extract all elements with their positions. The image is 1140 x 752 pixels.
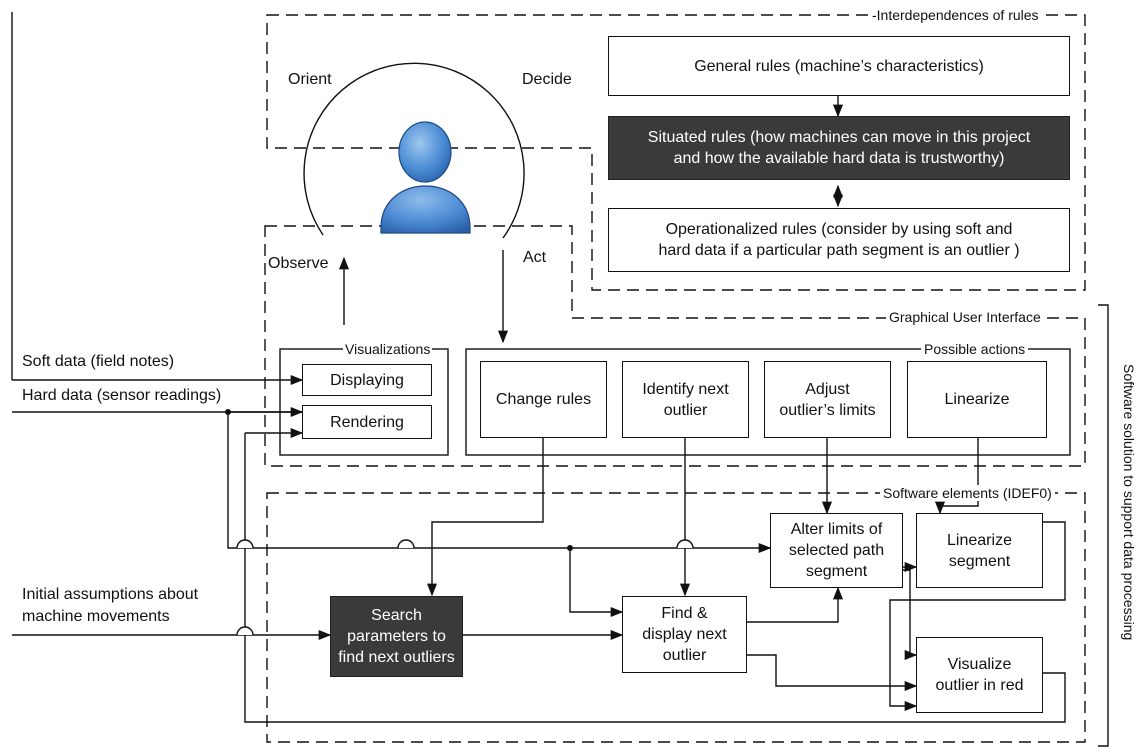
situated-rules-box: Situated rules (how machines can move in… [608,116,1070,180]
ooda-act-label: Act [523,249,547,266]
hard-data-label: Hard data (sensor readings) [22,387,222,404]
soft-data-label: Soft data (field notes) [22,353,175,370]
possible-actions-label: Possible actions [921,341,1029,357]
interdependences-region [266,14,1086,291]
operationalized-rules-box: Operationalized rules (consider by using… [608,208,1070,272]
linearize-box: Linearize [907,361,1047,438]
change-rules-text: Change rules [495,391,592,408]
situated-rules-text: Situated rules (how machines can move in… [647,129,1031,167]
displaying-text: Displaying [330,371,404,389]
software-elements-region [266,492,1086,743]
search-parameters-text: Search parameters to find next outliers [338,607,455,666]
identify-next-outlier-text: Identify next outlier [642,380,729,419]
visualizations-label: Visualizations [343,341,433,357]
adjust-outlier-limits-box: Adjust outlier’s limits [764,361,891,438]
gui-region [264,225,1086,467]
change-rules-box: Change rules [480,361,607,438]
find-display-outlier-box: Find & display next outlier [622,596,747,673]
software-elements-label: Software elements (IDEF0) [880,485,1055,501]
linearize-segment-box: Linearize segment [916,513,1043,588]
search-parameters-box: Search parameters to find next outliers [330,596,463,677]
ooda-orient-label: Orient [288,71,332,88]
alter-limits-box: Alter limits of selected path segment [770,513,903,588]
solution-bracket [1098,304,1109,747]
possible-actions-frame [465,348,1071,456]
linearize-text: Linearize [944,391,1010,408]
find-display-outlier-text: Find & display next outlier [642,605,727,664]
operationalized-rules-text: Operationalized rules (consider by using… [658,221,1020,259]
visualize-outlier-text: Visualize outlier in red [935,656,1024,694]
interdependences-label: -Interdependences of rules [869,7,1042,23]
gui-label: Graphical User Interface [886,309,1044,325]
alter-limits-text: Alter limits of selected path segment [788,521,885,580]
ooda-circle [303,62,525,239]
linearize-segment-text: Linearize segment [947,531,1012,570]
software-solution-label: Software solution to support data proces… [1121,364,1137,641]
person-icon [380,121,471,234]
rendering-box: Rendering [302,405,432,439]
ooda-decide-label: Decide [522,71,572,88]
adjust-outlier-limits-text: Adjust outlier’s limits [779,380,876,419]
initial-assumptions-label: Initial assumptions about machine moveme… [22,586,199,625]
ooda-observe-label: Observe [268,255,329,272]
rendering-text: Rendering [330,413,404,431]
displaying-box: Displaying [302,364,432,396]
visualize-outlier-box: Visualize outlier in red [916,637,1043,713]
general-rules-text: General rules (machine’s characteristics… [694,57,984,75]
general-rules-box: General rules (machine’s characteristics… [608,36,1070,96]
identify-next-outlier-box: Identify next outlier [622,361,749,438]
